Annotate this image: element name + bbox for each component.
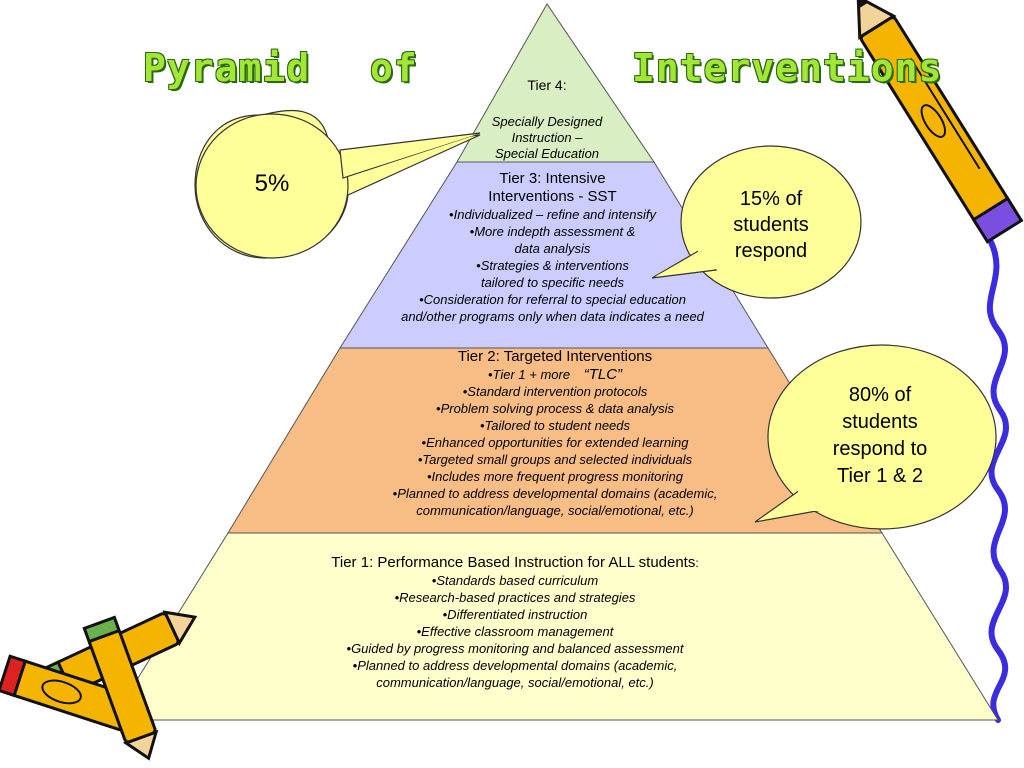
tier3-item-2: •More indepth assessment & [469,224,636,239]
tier1-text: Tier 1: Performance Based Instruction fo… [250,554,780,691]
tier3-item-7: and/other programs only when data indica… [401,309,704,324]
callout-15-line-1: 15% of [739,188,803,210]
tier1-item-2: •Research-based practices and strategies [394,590,636,605]
tier1-item-1: •Standards based curriculum [431,573,599,588]
callout-80-ellipse [767,344,997,530]
pencil-icon [856,0,1024,244]
callout-15-line-2: students [733,214,809,236]
callout-5-ellipse [195,113,349,259]
tier3-item-5: tailored to specific needs [480,275,625,290]
tier1-item-3: •Differentiated instruction [442,607,588,622]
tier2-tlc: “TLC” [583,366,623,383]
tier4-heading: Tier 4: [527,77,567,93]
tier3-text: Tier 3: Intensive Interventions - SST •I… [350,170,755,325]
tier1-heading: Tier 1: Performance Based Instruction fo… [250,554,780,572]
title-word-2: of [370,46,418,90]
tier2-first-item: •Tier 1 + more “TLC” [330,366,780,383]
tier1-heading-colon: : [695,556,699,570]
tier2-item-3: •Tailored to student needs [479,418,631,433]
tier1-item-5: •Guided by progress monitoring and balan… [346,641,684,656]
tier2-heading: Tier 2: Targeted Interventions [457,348,653,365]
tier4-line-3: Special Education [494,146,600,161]
tier1-item-4: •Effective classroom management [416,624,614,639]
tier2-item-2: •Problem solving process & data analysis [436,401,674,416]
tier2-item-8: communication/language, social/emotional… [416,503,694,518]
tier2-item-5: •Targeted small groups and selected indi… [417,452,693,467]
callout-5-text: 5% [254,170,290,197]
tier2-item-1: •Standard intervention protocols [462,384,648,399]
tier3-item-6: •Consideration for referral to special e… [419,292,686,307]
tier3-item-1: •Individualized – refine and intensify [449,207,656,222]
tier3-item-3: data analysis [514,241,591,256]
tier3-item-4: •Strategies & interventions [476,258,629,273]
tier2-item-4: •Enhanced opportunities for extended lea… [421,435,689,450]
tier4-line-2: Instruction – [511,130,583,145]
callout-80-line-3: respond to [832,438,928,460]
callout-15-line-3: respond [734,240,808,262]
pencils-icon [0,610,198,761]
tier4-text: Tier 4: Specially Designed Instruction –… [462,76,632,162]
tier2-item-6: •Includes more frequent progress monitor… [426,469,683,484]
tier2-item-7: •Planned to address developmental domain… [392,486,718,501]
tier4-line-1: Specially Designed [491,114,603,129]
tier1-heading-text: Tier 1: Performance Based Instruction fo… [331,554,696,571]
tier3-heading-1: Tier 3: Intensive [499,170,606,187]
tier1-item-7: communication/language, social/emotional… [376,675,654,690]
tier3-heading-2: Interventions - SST [488,188,617,205]
callout-15-text: 15% of students respond [705,186,837,264]
callout-80-text: 80% of students respond to Tier 1 & 2 [800,382,960,490]
callout-80-line-2: students [842,411,918,433]
tier1-item-6: •Planned to address developmental domain… [352,658,678,673]
callout-80-line-4: Tier 1 & 2 [837,465,923,487]
title-word-1: Pyramid [143,46,311,90]
tier2-first-item-text: •Tier 1 + more [487,367,571,382]
callout-15-ellipse [680,145,862,299]
squiggle-line [986,237,1009,723]
title-word-3: Interventions [632,46,943,90]
callout-80-line-1: 80% of [848,384,912,406]
tier2-text: Tier 2: Targeted Interventions •Tier 1 +… [330,348,780,519]
